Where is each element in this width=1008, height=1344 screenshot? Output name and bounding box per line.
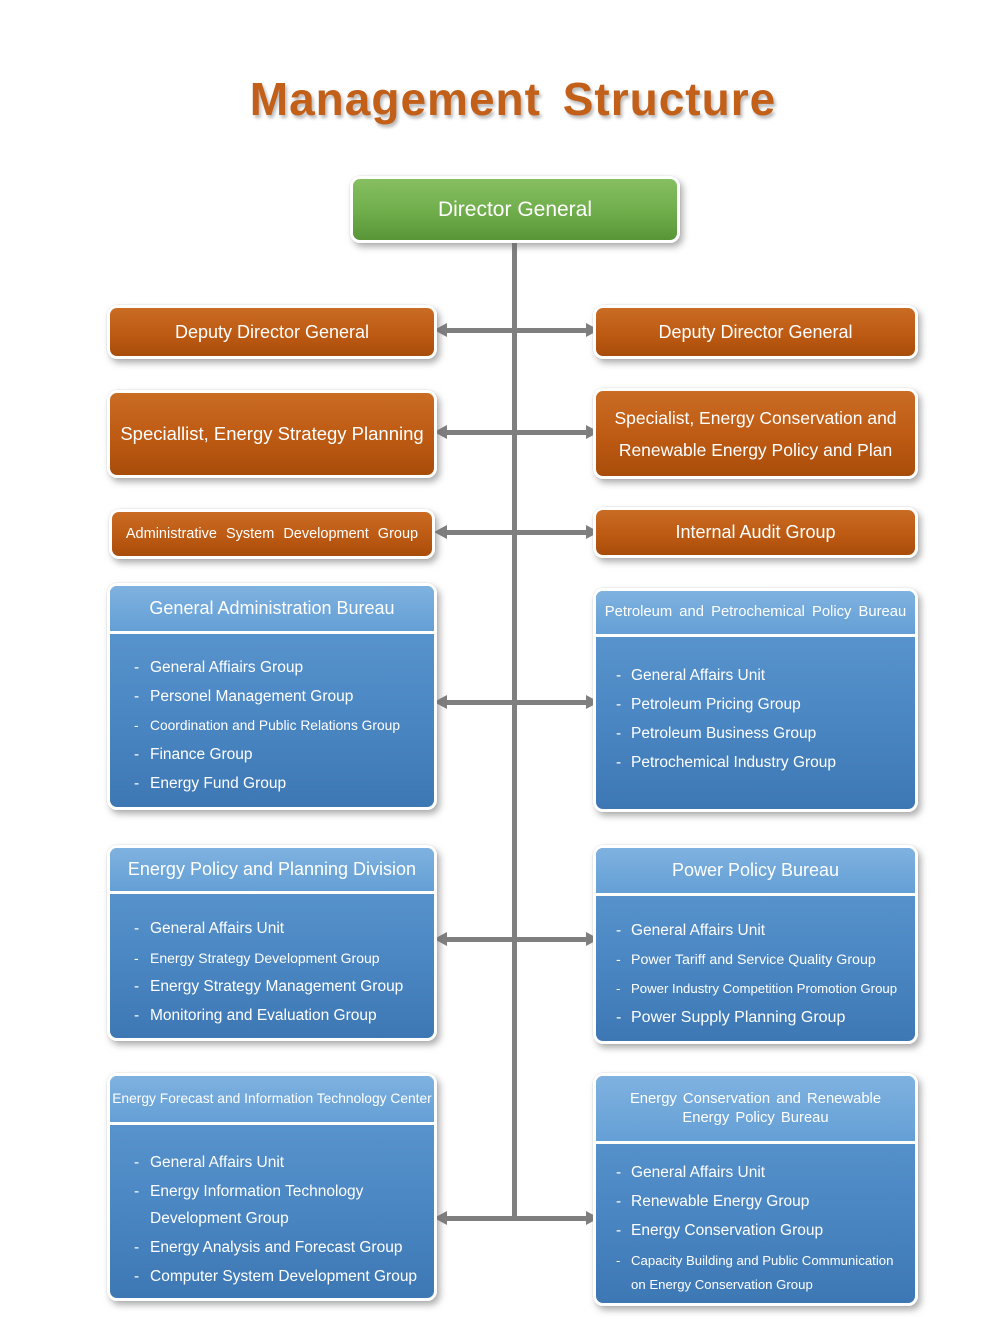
bureau-item: Energy Information Technology Developmen…	[110, 1178, 434, 1232]
node-label: Administrative System Development Group	[125, 526, 419, 542]
bureau-item: Energy Strategy Development Group	[110, 947, 434, 969]
bureau-item: Capacity Building and Public Communicati…	[596, 1249, 915, 1297]
connector-row-specialist	[434, 425, 599, 439]
connector-row-deputy	[434, 323, 599, 337]
node-label: Deputy Director General	[658, 321, 853, 342]
bureau-item: Renewable Energy Group	[596, 1191, 915, 1213]
bureau-item: Coordination and Public Relations Group	[110, 715, 434, 737]
page-title: Management Structure	[249, 73, 777, 125]
bureau-item: General Affairs Unit	[596, 920, 915, 942]
bureau-header: Energy Forecast and Information Technolo…	[110, 1076, 434, 1125]
connector-row-bureau-1	[434, 695, 599, 709]
node-specialist-energy-strategy: Speciallist, Energy Strategy Planning	[107, 390, 437, 478]
bureau-petroleum-petrochemical-policy: Petroleum and Petrochemical Policy Burea…	[593, 588, 918, 812]
bureau-item: Energy Strategy Management Group	[110, 976, 434, 998]
bureau-item-list: General Affairs Unit Energy Strategy Dev…	[110, 894, 434, 1038]
trunk-connector-line	[512, 243, 517, 1219]
node-administrative-system-development-group: Administrative System Development Group	[109, 509, 435, 559]
node-label: Internal Audit Group	[675, 522, 836, 542]
node-label: Speciallist, Energy Strategy Planning	[120, 423, 424, 444]
bureau-item: General Affairs Unit	[110, 918, 434, 940]
bureau-item: Power Supply Planning Group	[596, 1007, 915, 1029]
bureau-item: Finance Group	[110, 744, 434, 766]
connector-row-bureau-3	[434, 1211, 599, 1225]
bureau-energy-forecast-it-center: Energy Forecast and Information Technolo…	[107, 1073, 437, 1301]
node-director-general-label: Director General	[437, 197, 593, 221]
bureau-general-administration: General Administration Bureau General Af…	[107, 583, 437, 810]
bureau-item: General Affairs Unit	[596, 1162, 915, 1184]
bureau-item-list: General Affairs Unit Energy Information …	[110, 1125, 434, 1298]
bureau-item-list: General Affairs Unit Renewable Energy Gr…	[596, 1144, 915, 1303]
bureau-item: Power Industry Competition Promotion Gro…	[596, 978, 915, 1000]
bureau-item: Energy Analysis and Forecast Group	[110, 1234, 434, 1261]
bureau-header: Energy Policy and Planning Division	[110, 848, 434, 894]
bureau-item: Personel Management Group	[110, 686, 434, 708]
bureau-power-policy: Power Policy Bureau General Affairs Unit…	[593, 845, 918, 1044]
node-director-general: Director General	[350, 176, 680, 243]
bureau-item: Petroleum Business Group	[596, 723, 915, 745]
bureau-item: Computer System Development Group	[110, 1263, 434, 1290]
bureau-item: General Affiairs Group	[110, 657, 434, 679]
bureau-header: General Administration Bureau	[110, 586, 434, 634]
bureau-header: Energy Conservation and Renewable Energy…	[596, 1076, 915, 1144]
node-deputy-director-general-right: Deputy Director General	[593, 305, 918, 359]
bureau-energy-policy-planning: Energy Policy and Planning Division Gene…	[107, 845, 437, 1041]
bureau-header: Petroleum and Petrochemical Policy Burea…	[596, 591, 915, 637]
bureau-item: Energy Conservation Group	[596, 1220, 915, 1242]
node-specialist-energy-conservation: Specialist, Energy Conservation and Rene…	[593, 388, 918, 479]
connector-row-admin-audit	[434, 525, 599, 539]
bureau-item-list: General Affiairs Group Personel Manageme…	[110, 634, 434, 807]
bureau-item-list: General Affairs Unit Petroleum Pricing G…	[596, 637, 915, 809]
connector-row-bureau-2	[434, 932, 599, 946]
bureau-item: Energy Fund Group	[110, 773, 434, 795]
bureau-item-list: General Affairs Unit Power Tariff and Se…	[596, 896, 915, 1041]
bureau-header: Power Policy Bureau	[596, 848, 915, 896]
bureau-item: Monitoring and Evaluation Group	[110, 1005, 434, 1027]
node-internal-audit-group: Internal Audit Group	[593, 507, 918, 558]
bureau-item: Petroleum Pricing Group	[596, 694, 915, 716]
bureau-energy-conservation-renewable-policy: Energy Conservation and Renewable Energy…	[593, 1073, 918, 1306]
node-label: Deputy Director General	[174, 321, 370, 342]
node-deputy-director-general-left: Deputy Director General	[107, 305, 437, 359]
bureau-item: Power Tariff and Service Quality Group	[596, 949, 915, 971]
node-label: Specialist, Energy Conservation and Rene…	[614, 407, 897, 460]
bureau-item: General Affairs Unit	[110, 1149, 434, 1176]
bureau-item: General Affairs Unit	[596, 665, 915, 687]
bureau-item: Petrochemical Industry Group	[596, 752, 915, 774]
